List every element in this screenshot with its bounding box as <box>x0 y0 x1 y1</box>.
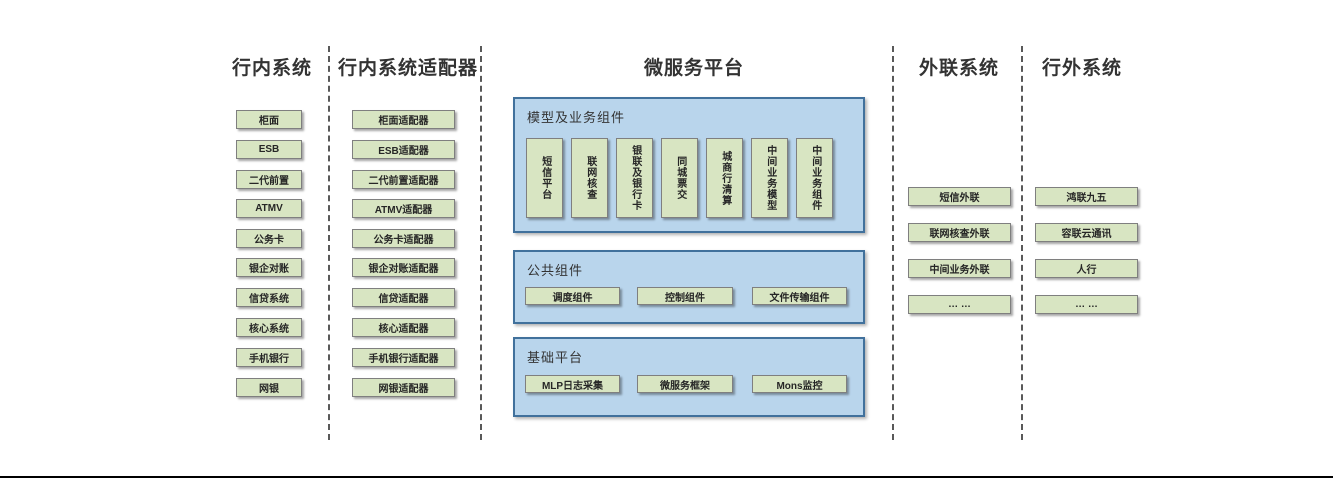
component-box: 中间业务模型 <box>751 138 788 218</box>
external-link-box: … … <box>908 295 1011 314</box>
internal-system-box: 核心系统 <box>236 318 302 337</box>
adapter-box: 柜面适配器 <box>352 110 455 129</box>
outside-system-box: … … <box>1035 295 1138 314</box>
component-box: MLP日志采集 <box>525 375 620 393</box>
component-box: 城商行清算 <box>706 138 743 218</box>
internal-system-box: 公务卡 <box>236 229 302 248</box>
vertical-component-row: 短信平台 联网核查 银联及银行卡 同城票交 城商行清算 中间业务模型 中间业务组… <box>526 138 833 218</box>
adapter-box: 信贷适配器 <box>352 288 455 307</box>
internal-system-box: 柜面 <box>236 110 302 129</box>
adapter-box: ESB适配器 <box>352 140 455 159</box>
column-divider-3 <box>892 46 894 440</box>
panel-label: 模型及业务组件 <box>527 110 626 125</box>
internal-system-box: 银企对账 <box>236 258 302 277</box>
panel-label: 基础平台 <box>527 350 584 365</box>
adapter-box: 网银适配器 <box>352 378 455 397</box>
internal-system-box: 网银 <box>236 378 302 397</box>
column-divider-4 <box>1021 46 1023 440</box>
outside-system-box: 鸿联九五 <box>1035 187 1138 206</box>
internal-system-box: 手机银行 <box>236 348 302 367</box>
column-divider-1 <box>328 46 330 440</box>
component-box: 控制组件 <box>637 287 733 305</box>
internal-system-box: 二代前置 <box>236 170 302 189</box>
internal-system-box: 信贷系统 <box>236 288 302 307</box>
column-divider-2 <box>480 46 482 440</box>
column-title-internal-systems: 行内系统 <box>231 58 312 79</box>
component-box: 调度组件 <box>525 287 620 305</box>
external-link-box: 联网核查外联 <box>908 223 1011 242</box>
component-box: 短信平台 <box>526 138 563 218</box>
adapter-box: 银企对账适配器 <box>352 258 455 277</box>
column-title-external-link-systems: 外联系统 <box>918 58 999 79</box>
adapter-box: ATMV适配器 <box>352 199 455 218</box>
component-box: 联网核查 <box>571 138 608 218</box>
adapter-box: 公务卡适配器 <box>352 229 455 248</box>
adapter-box: 手机银行适配器 <box>352 348 455 367</box>
internal-system-box: ESB <box>236 140 302 159</box>
adapter-box: 二代前置适配器 <box>352 170 455 189</box>
panel-model-business-components: 模型及业务组件 短信平台 联网核查 银联及银行卡 同城票交 城商行清算 中间业务… <box>513 97 865 233</box>
column-title-outside-systems: 行外系统 <box>1041 58 1122 79</box>
column-title-internal-adapters: 行内系统适配器 <box>337 58 478 79</box>
component-box: 微服务框架 <box>637 375 733 393</box>
bottom-rule <box>0 476 1333 478</box>
external-link-box: 中间业务外联 <box>908 259 1011 278</box>
component-box: 同城票交 <box>661 138 698 218</box>
component-box: Mons监控 <box>752 375 847 393</box>
component-box: 银联及银行卡 <box>616 138 653 218</box>
component-box: 文件传输组件 <box>752 287 847 305</box>
adapter-box: 核心适配器 <box>352 318 455 337</box>
outside-system-box: 容联云通讯 <box>1035 223 1138 242</box>
internal-system-box: ATMV <box>236 199 302 218</box>
component-box: 中间业务组件 <box>796 138 833 218</box>
outside-system-box: 人行 <box>1035 259 1138 278</box>
external-link-box: 短信外联 <box>908 187 1011 206</box>
panel-label: 公共组件 <box>527 263 584 278</box>
column-title-microservice-platform: 微服务平台 <box>643 58 744 79</box>
